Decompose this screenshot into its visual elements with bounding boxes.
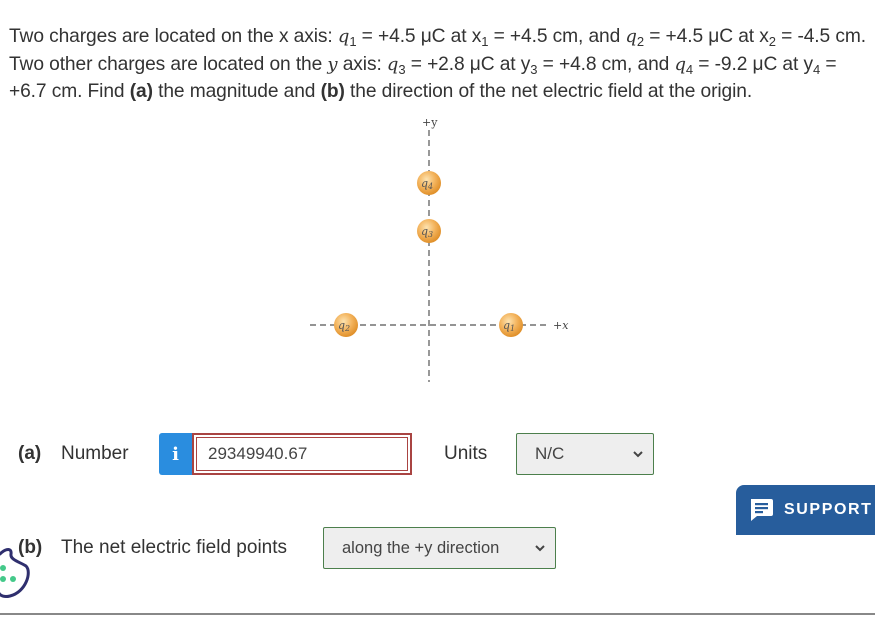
- chevron-down-icon: [535, 545, 545, 552]
- bottom-divider: [0, 613, 875, 615]
- part-a-label: (a): [18, 443, 42, 464]
- units-select[interactable]: N/C: [516, 433, 654, 475]
- info-button[interactable]: i: [159, 433, 192, 475]
- info-icon: i: [172, 443, 179, 465]
- number-input[interactable]: 29349940.67: [192, 433, 412, 475]
- charge-q3: q3: [417, 219, 441, 243]
- chat-icon: [751, 499, 773, 521]
- charge-q4: q4: [417, 171, 441, 195]
- direction-select[interactable]: along the +y direction: [323, 527, 556, 569]
- problem-line-3: +6.7 cm. Find (a) the magnitude and (b) …: [9, 81, 753, 102]
- part-b-label: (b): [18, 537, 43, 558]
- part-a-row: (a) Number i 29349940.67 Units N/C: [0, 433, 875, 475]
- units-label: Units: [444, 443, 488, 464]
- chevron-down-icon: [633, 451, 643, 458]
- problem-line-1: Two charges are located on the x axis: q…: [9, 26, 866, 49]
- problem-line-2: Two other charges are located on the y a…: [9, 53, 837, 77]
- charge-q2: q2: [334, 313, 358, 337]
- y-axis-label: +y: [422, 116, 438, 129]
- problem-statement: Two charges are located on the x axis: q…: [9, 23, 871, 106]
- support-button[interactable]: SUPPORT: [736, 485, 875, 535]
- x-axis-label: +x: [553, 319, 569, 332]
- direction-selected-value: along the +y direction: [342, 538, 500, 557]
- direction-label: The net electric field points: [61, 537, 288, 558]
- support-label: SUPPORT: [784, 501, 873, 518]
- charge-q1: q1: [499, 313, 523, 337]
- units-selected-value: N/C: [535, 444, 565, 463]
- number-label: Number: [61, 443, 129, 464]
- cookie-icon[interactable]: [0, 546, 36, 602]
- charge-diagram: +y +x q4 q3 q2 q1: [300, 110, 580, 390]
